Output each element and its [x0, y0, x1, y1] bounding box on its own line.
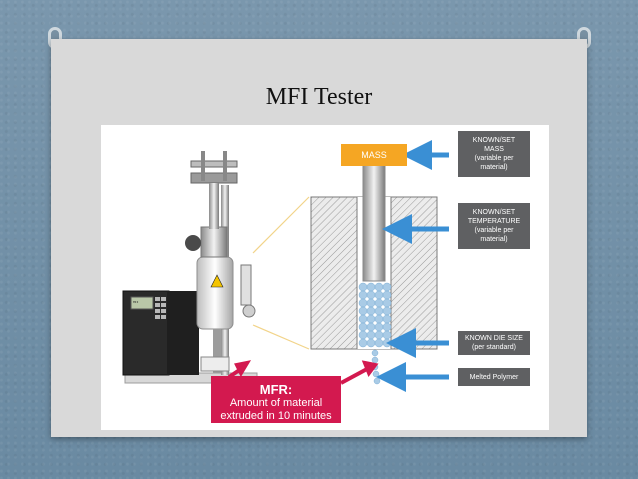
mfr-title: MFR:	[259, 382, 293, 397]
mass-label: MASS	[341, 144, 407, 166]
pointer-arrows	[376, 140, 449, 392]
mfi-machine: MFI	[122, 151, 258, 384]
mfi-diagram: MFI	[101, 125, 549, 430]
svg-text:MFI: MFI	[133, 301, 139, 304]
slide-title: MFI Tester	[265, 84, 373, 110]
zoom-line-top	[252, 196, 310, 254]
barrel-cross-section	[310, 162, 438, 350]
piston	[362, 162, 386, 282]
zoom-line-bottom	[252, 324, 310, 350]
mfr-arrows	[227, 360, 379, 385]
slide-card: MFI Tester	[51, 39, 587, 437]
known-temperature-label: KNOWN/SET TEMPERATURE (variable per mate…	[458, 203, 530, 249]
diagram-graphics: MFI	[122, 140, 449, 392]
known-die-size-label: KNOWN DIE SIZE (per standard)	[458, 331, 530, 355]
mfr-line-2: extruded in 10 minutes	[220, 410, 332, 422]
melted-polymer-label: Melted Polymer	[458, 368, 530, 386]
mfr-line-1: Amount of material	[229, 397, 323, 409]
known-mass-label: KNOWN/SET MASS (variable per material)	[458, 131, 530, 177]
mfr-callout: MFR: Amount of material extruded in 10 m…	[211, 376, 341, 423]
